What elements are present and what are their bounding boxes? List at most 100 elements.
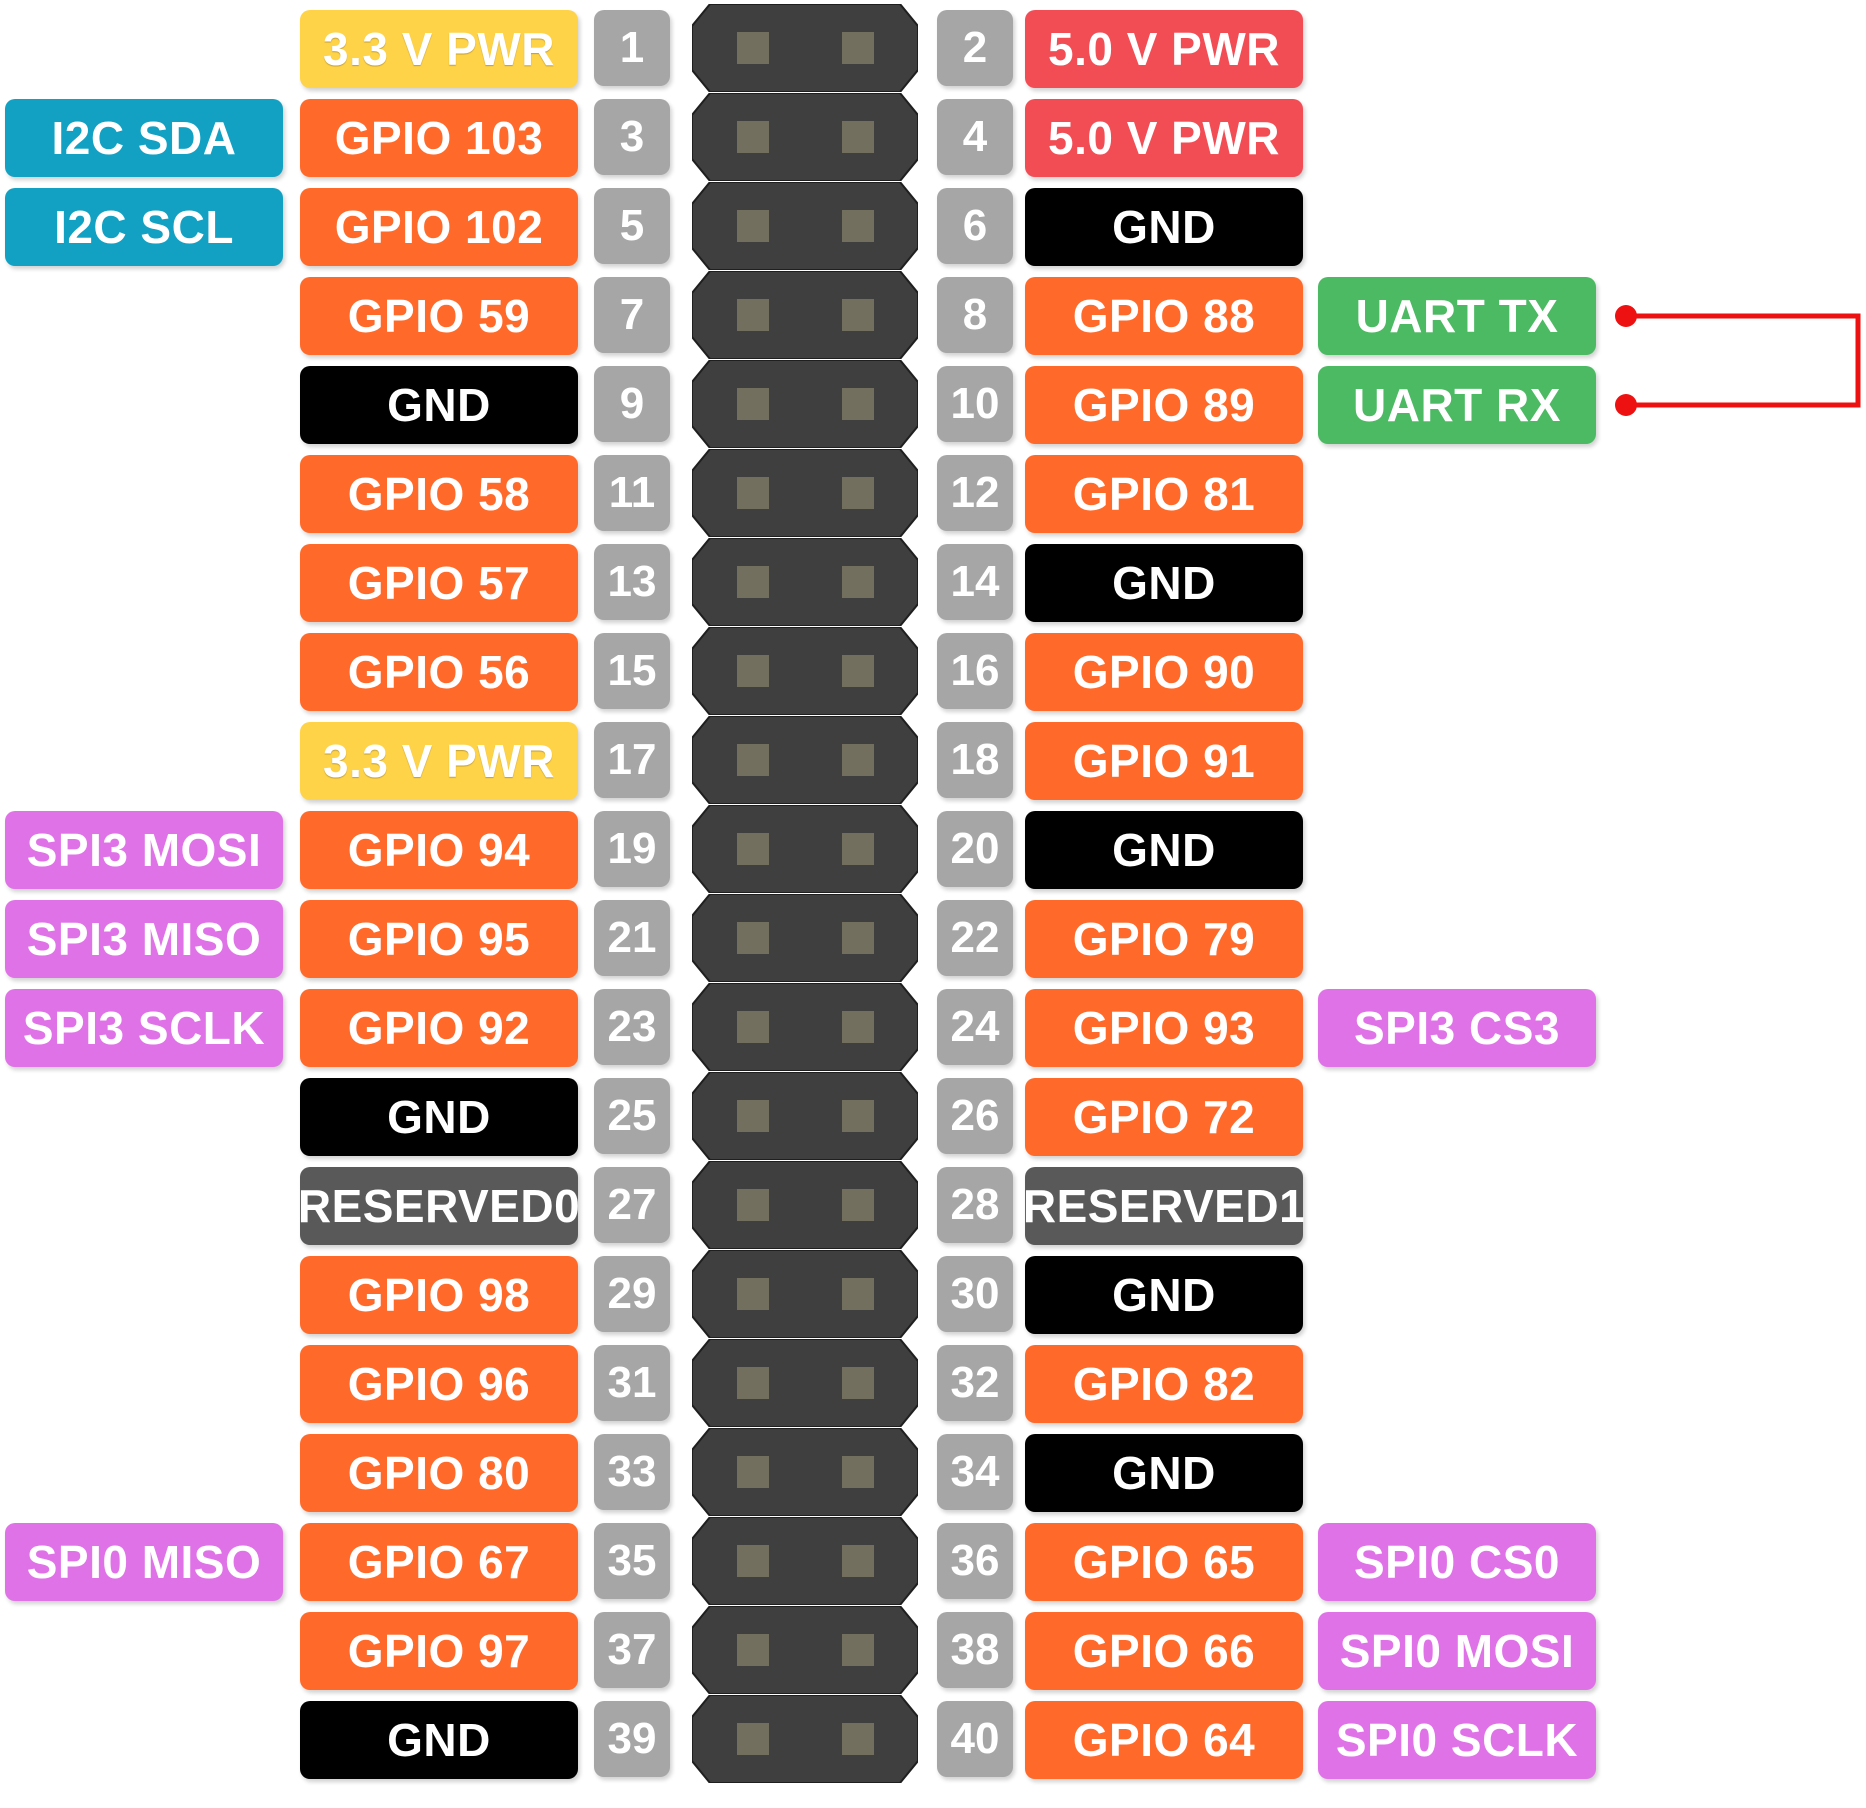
wire-endpoint-icon: [1615, 394, 1637, 416]
pin-name-label: GPIO 91: [1025, 722, 1303, 800]
connector-segment-icon: [692, 894, 918, 982]
pin-name-label: GPIO 81: [1025, 455, 1303, 533]
header-pin-odd-icon: [737, 121, 769, 153]
pin-number: 24: [937, 989, 1013, 1065]
pin-name-label: GPIO 89: [1025, 366, 1303, 444]
pin-number: 37: [594, 1612, 670, 1688]
header-pin-even-icon: [842, 744, 874, 776]
pin-name-label: GPIO 65: [1025, 1523, 1303, 1601]
pin-number: 14: [937, 544, 1013, 620]
header-pin-odd-icon: [737, 744, 769, 776]
header-pin-odd-icon: [737, 566, 769, 598]
pin-number: 28: [937, 1167, 1013, 1243]
connector-segment-icon: [692, 1428, 918, 1516]
pin-number: 34: [937, 1434, 1013, 1510]
header-pin-odd-icon: [737, 1100, 769, 1132]
pin-number: 27: [594, 1167, 670, 1243]
connector-segment-icon: [692, 538, 918, 626]
pin-name-label: GPIO 94: [300, 811, 578, 889]
header-pin-odd-icon: [737, 299, 769, 331]
header-pin-even-icon: [842, 388, 874, 420]
pin-name-label: GPIO 64: [1025, 1701, 1303, 1779]
pin-name-label: GPIO 57: [300, 544, 578, 622]
connector-segment-icon: [692, 1161, 918, 1249]
header-pin-even-icon: [842, 1545, 874, 1577]
pin-name-label: RESERVED0: [298, 1167, 580, 1245]
pin-name-label: RESERVED1: [1023, 1167, 1305, 1245]
function-label: SPI3 MISO: [5, 900, 283, 978]
connector-segment-icon: [692, 716, 918, 804]
header-pin-odd-icon: [737, 1011, 769, 1043]
function-label: SPI0 MOSI: [1318, 1612, 1596, 1690]
pin-number: 31: [594, 1345, 670, 1421]
pin-name-label: GPIO 59: [300, 277, 578, 355]
pin-number: 3: [594, 99, 670, 175]
pin-number: 7: [594, 277, 670, 353]
function-label: SPI0 MISO: [5, 1523, 283, 1601]
header-pin-odd-icon: [737, 1189, 769, 1221]
pin-number: 23: [594, 989, 670, 1065]
function-label: I2C SCL: [5, 188, 283, 266]
pin-number: 17: [594, 722, 670, 798]
pin-name-label: 3.3 V PWR: [300, 10, 578, 88]
function-label: SPI3 MOSI: [5, 811, 283, 889]
pin-name-label: GND: [300, 1078, 578, 1156]
header-pin-even-icon: [842, 210, 874, 242]
function-label: SPI3 SCLK: [5, 989, 283, 1067]
function-label: UART RX: [1318, 366, 1596, 444]
connector-segment-icon: [692, 1250, 918, 1338]
pin-name-label: GPIO 102: [300, 188, 578, 266]
pin-name-label: 5.0 V PWR: [1025, 99, 1303, 177]
header-pin-even-icon: [842, 833, 874, 865]
pin-name-label: GPIO 66: [1025, 1612, 1303, 1690]
connector-segment-icon: [692, 1339, 918, 1427]
function-label: SPI0 CS0: [1318, 1523, 1596, 1601]
header-pin-odd-icon: [737, 655, 769, 687]
pin-name-label: GPIO 96: [300, 1345, 578, 1423]
function-label: UART TX: [1318, 277, 1596, 355]
header-pin-even-icon: [842, 121, 874, 153]
pin-name-label: GPIO 58: [300, 455, 578, 533]
pin-name-label: 3.3 V PWR: [300, 722, 578, 800]
pin-name-label: GND: [1025, 811, 1303, 889]
function-label: SPI0 SCLK: [1318, 1701, 1596, 1779]
header-pin-even-icon: [842, 32, 874, 64]
connector-segment-icon: [692, 93, 918, 181]
pin-number: 39: [594, 1701, 670, 1777]
pin-number: 9: [594, 366, 670, 442]
pin-name-label: GND: [300, 366, 578, 444]
header-pin-even-icon: [842, 1278, 874, 1310]
header-pin-odd-icon: [737, 388, 769, 420]
connector-segment-icon: [692, 983, 918, 1071]
pin-name-label: GPIO 72: [1025, 1078, 1303, 1156]
pin-number: 2: [937, 10, 1013, 86]
connector-segment-icon: [692, 1072, 918, 1160]
header-pin-even-icon: [842, 1011, 874, 1043]
pin-name-label: GPIO 97: [300, 1612, 578, 1690]
header-pin-odd-icon: [737, 833, 769, 865]
pin-number: 16: [937, 633, 1013, 709]
pin-number: 18: [937, 722, 1013, 798]
header-pin-odd-icon: [737, 1456, 769, 1488]
header-pin-odd-icon: [737, 922, 769, 954]
pin-number: 19: [594, 811, 670, 887]
pin-number: 5: [594, 188, 670, 264]
pin-name-label: GPIO 56: [300, 633, 578, 711]
pin-number: 26: [937, 1078, 1013, 1154]
pin-number: 6: [937, 188, 1013, 264]
pin-number: 21: [594, 900, 670, 976]
pin-name-label: GPIO 82: [1025, 1345, 1303, 1423]
connector-segment-icon: [692, 449, 918, 537]
pin-number: 29: [594, 1256, 670, 1332]
pin-name-label: GND: [1025, 544, 1303, 622]
header-pin-even-icon: [842, 1189, 874, 1221]
header-pin-even-icon: [842, 655, 874, 687]
connector-segment-icon: [692, 1695, 918, 1783]
header-pin-even-icon: [842, 299, 874, 331]
pin-number: 12: [937, 455, 1013, 531]
pin-name-label: GPIO 90: [1025, 633, 1303, 711]
pin-name-label: GND: [300, 1701, 578, 1779]
pin-number: 4: [937, 99, 1013, 175]
